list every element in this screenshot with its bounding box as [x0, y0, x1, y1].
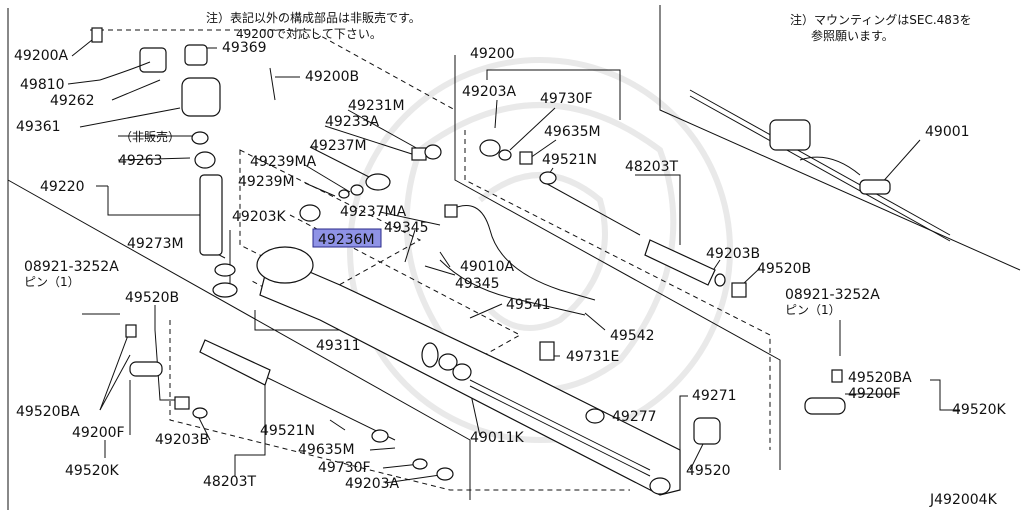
label-49239ma: 49239MA	[250, 154, 317, 170]
pinion-assembly	[181, 44, 238, 298]
label-49271: 49271	[692, 388, 737, 404]
label-49520k-right: 49520K	[952, 402, 1007, 418]
label-49345-a: 49345	[384, 220, 429, 236]
label-49635m-top: 49635M	[544, 124, 601, 140]
label-49520ba-right: 49520BA	[848, 370, 912, 386]
feed-tubes	[439, 204, 596, 361]
label-49520: 49520	[686, 463, 731, 479]
label-48203t-bot: 48203T	[203, 474, 257, 490]
note-mounting-2: 参照願います。	[811, 28, 894, 43]
sensor-bolt-parts	[91, 27, 276, 101]
label-49203k: 49203K	[232, 209, 287, 225]
left-boot-and-rod	[125, 324, 454, 481]
note-mounting: 注）マウンティングはSEC.483を	[790, 12, 972, 27]
label-49200f-right: 49200F	[848, 386, 901, 402]
label-49731e: 49731E	[566, 349, 619, 365]
label-49237ma: 49237MA	[340, 204, 407, 220]
label-49810: 49810	[20, 77, 65, 93]
label-49361: 49361	[16, 119, 61, 135]
label-49345-b: 49345	[455, 276, 500, 292]
label-pin-right: ピン（1）	[785, 303, 841, 317]
label-49237m: 49237M	[310, 138, 367, 154]
label-49263: 49263	[118, 153, 163, 169]
label-49200: 49200	[470, 46, 515, 62]
label-49542: 49542	[610, 328, 655, 344]
label-49730f-top: 49730F	[540, 91, 593, 107]
leader-lines	[67, 39, 960, 485]
label-49203a-top: 49203A	[462, 84, 517, 100]
rack-bar	[438, 353, 721, 477]
label-49001: 49001	[925, 124, 970, 140]
label-49311: 49311	[316, 338, 361, 354]
label-49203b-right: 49203B	[706, 246, 760, 262]
label-49231m: 49231M	[348, 98, 405, 114]
label-49010a: 49010A	[460, 259, 515, 275]
diagram-code: J492004K	[929, 492, 998, 508]
label-48203t-top: 48203T	[625, 159, 679, 175]
note-not-sold: 注）表記以外の構成部品は非販売です。	[206, 10, 421, 25]
label-49200f-left: 49200F	[72, 425, 125, 441]
complete-gear-assembly	[689, 89, 951, 242]
label-49520b-right: 49520B	[757, 261, 811, 277]
label-49521n-bot: 49521N	[260, 423, 315, 439]
label-49203a-bot: 49203A	[345, 476, 400, 492]
label-49011k: 49011K	[470, 430, 525, 446]
note-non-sale: （非販売）	[120, 129, 180, 144]
label-49521n-top: 49521N	[542, 152, 597, 168]
valve-seals	[299, 144, 442, 222]
frame-lines	[7, 5, 1021, 510]
label-49239m: 49239M	[238, 174, 295, 190]
label-08921-left: 08921-3252A	[24, 259, 119, 275]
label-49520k-left: 49520K	[65, 463, 120, 479]
label-49520b-left: 49520B	[125, 290, 179, 306]
right-boot-and-rod	[479, 139, 846, 415]
label-49273m: 49273M	[127, 236, 184, 252]
label-49200a: 49200A	[14, 48, 69, 64]
label-49236m: 49236M	[318, 232, 375, 248]
label-49233a: 49233A	[325, 114, 380, 130]
label-49635m-bot: 49635M	[298, 442, 355, 458]
label-49200b-top: 49200B	[305, 69, 359, 85]
label-49520ba-left: 49520BA	[16, 404, 80, 420]
label-08921-right: 08921-3252A	[785, 287, 880, 303]
label-pin-left: ピン（1）	[24, 275, 80, 289]
label-49262: 49262	[50, 93, 95, 109]
watermark-logo	[347, 57, 733, 443]
label-49541: 49541	[506, 297, 551, 313]
label-49369: 49369	[222, 40, 267, 56]
label-49220: 49220	[40, 179, 85, 195]
label-49730f-bot: 49730F	[318, 460, 371, 476]
highlight-49236m	[312, 228, 382, 248]
label-49277: 49277	[612, 409, 657, 425]
label-49203b-left: 49203B	[155, 432, 209, 448]
note-not-sold-2: 49200で対応して下さい。	[236, 27, 382, 41]
